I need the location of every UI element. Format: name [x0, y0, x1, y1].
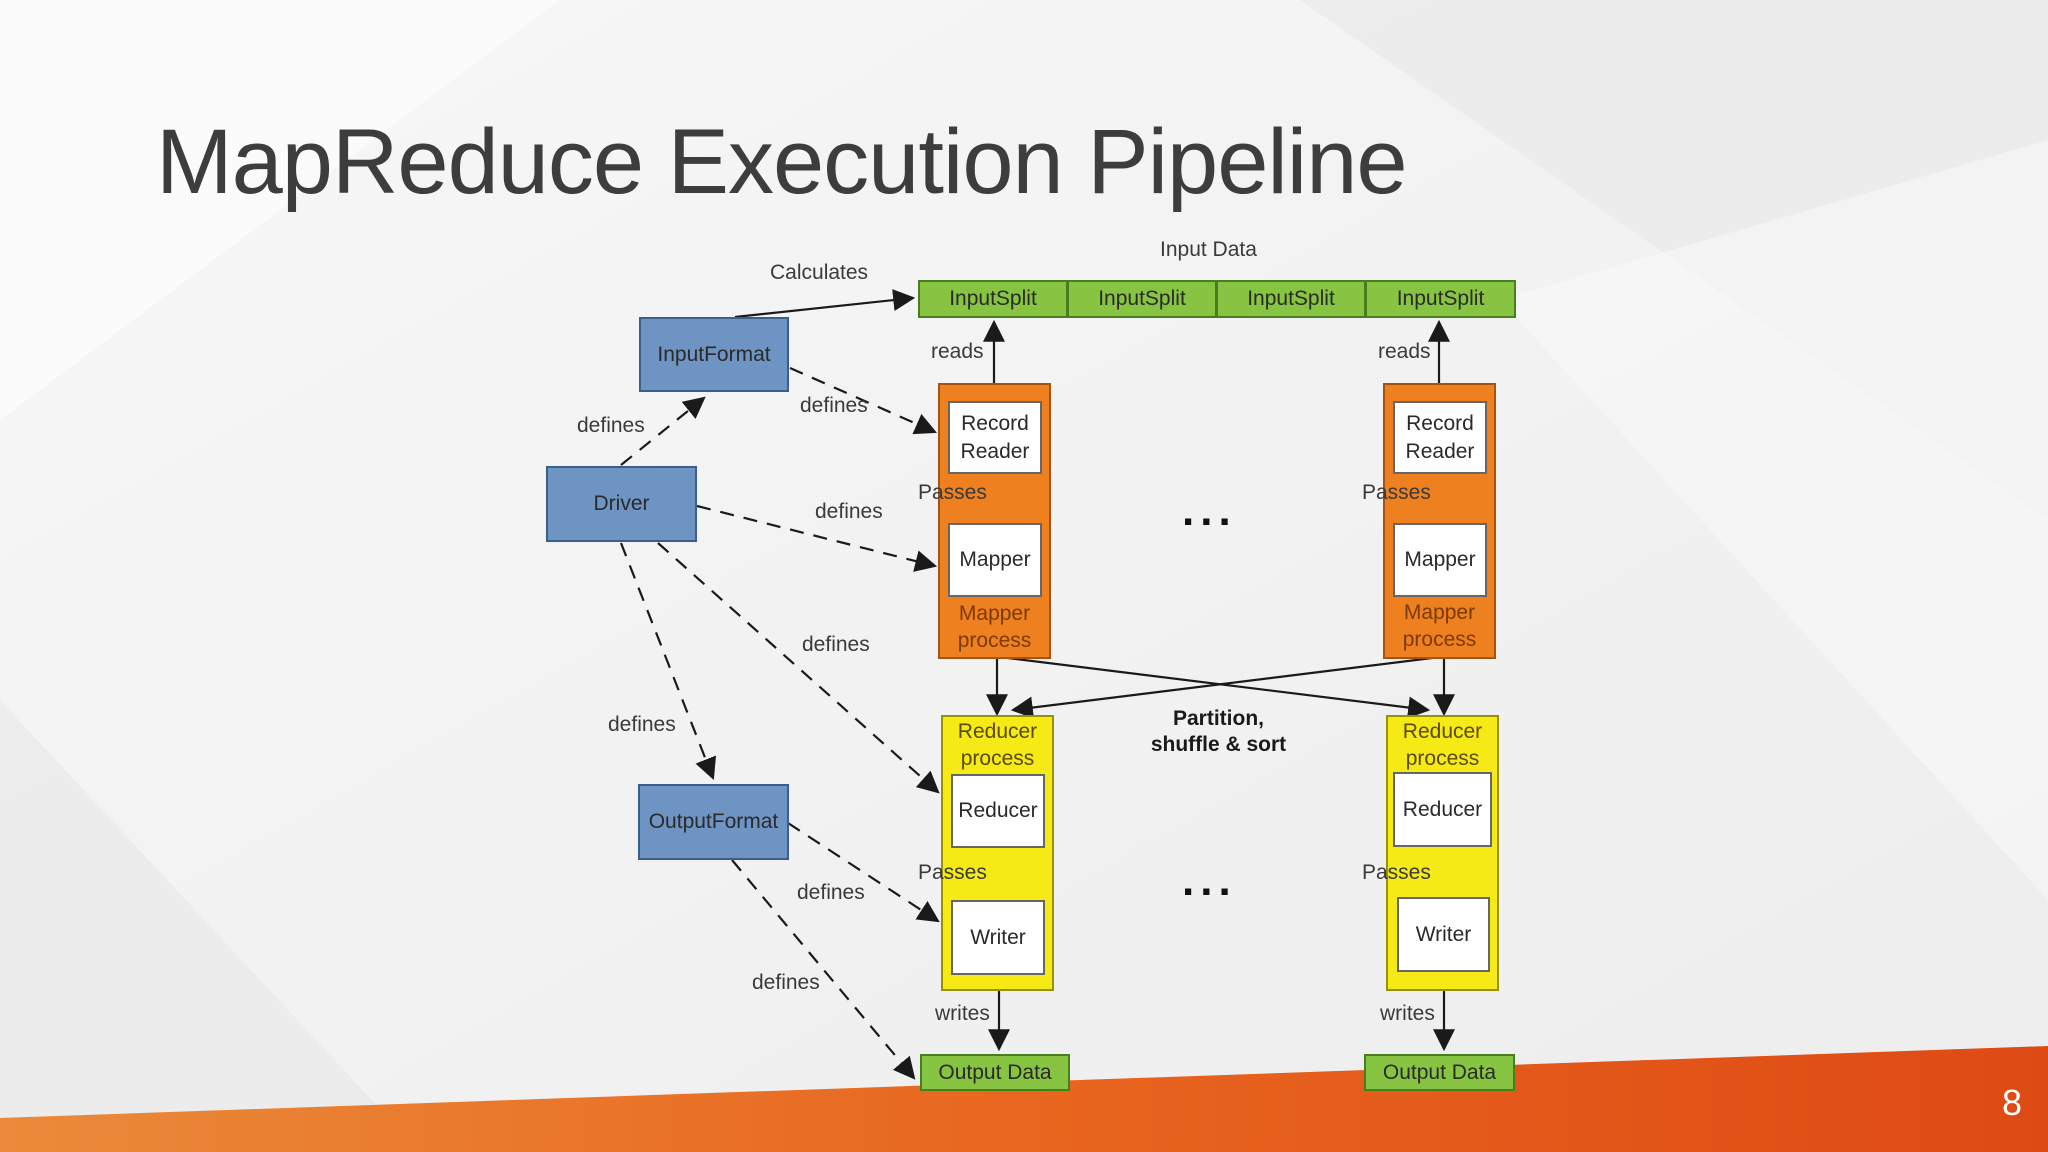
output-data-1: Output Data [920, 1054, 1070, 1091]
writer-1: Writer [951, 900, 1045, 975]
reads-label-2: reads [1378, 340, 1431, 363]
page-number: 8 [2001, 1082, 2022, 1123]
defines-label-inputformat: defines [577, 414, 645, 437]
defines-label-recordreader: defines [800, 394, 868, 417]
record-reader-2: Record Reader [1393, 401, 1487, 474]
defines-label-outputformat: defines [608, 713, 676, 736]
output-format-box: OutputFormat [638, 784, 789, 860]
reads-label-1: reads [931, 340, 984, 363]
slide-title: MapReduce Execution Pipeline [156, 111, 1408, 213]
writer-2: Writer [1397, 897, 1490, 972]
input-split-3: InputSplit [1216, 280, 1366, 318]
reducer-process-label-1: Reducer process [957, 720, 1038, 771]
defines-label-mapper: defines [815, 500, 883, 523]
writes-label-2: writes [1380, 1002, 1435, 1025]
input-format-box: InputFormat [639, 317, 789, 392]
defines-label-reducer: defines [802, 633, 870, 656]
input-split-4: InputSplit [1365, 280, 1516, 318]
input-split-1: InputSplit [918, 280, 1068, 318]
passes-label-2: Passes [1362, 481, 1431, 504]
reducer-1: Reducer [951, 774, 1045, 848]
record-reader-1: Record Reader [948, 401, 1042, 474]
mapper-1: Mapper [948, 523, 1042, 597]
footer-band [0, 1046, 2048, 1152]
output-data-2: Output Data [1364, 1054, 1515, 1091]
reducer-ellipsis: ... [1182, 856, 1237, 905]
mapper-ellipsis: ... [1182, 486, 1237, 535]
reducer-2: Reducer [1393, 772, 1492, 847]
mapper-process-label-2: Mapper process [1402, 601, 1477, 652]
input-data-label: Input Data [1160, 238, 1257, 261]
writes-label-1: writes [935, 1002, 990, 1025]
reducer-process-label-2: Reducer process [1402, 720, 1483, 771]
input-split-2: InputSplit [1067, 280, 1217, 318]
calculates-label: Calculates [770, 261, 869, 284]
passes-label-3: Passes [918, 861, 987, 884]
partition-shuffle-sort-label: Partition, shuffle & sort [1150, 707, 1287, 757]
defines-label-output-data: defines [752, 971, 820, 994]
passes-label-1: Passes [918, 481, 987, 504]
mapper-2: Mapper [1393, 523, 1487, 597]
defines-label-writer: defines [797, 881, 865, 904]
driver-box: Driver [546, 466, 697, 542]
passes-label-4: Passes [1362, 861, 1431, 884]
mapper-process-label-1: Mapper process [957, 602, 1032, 653]
